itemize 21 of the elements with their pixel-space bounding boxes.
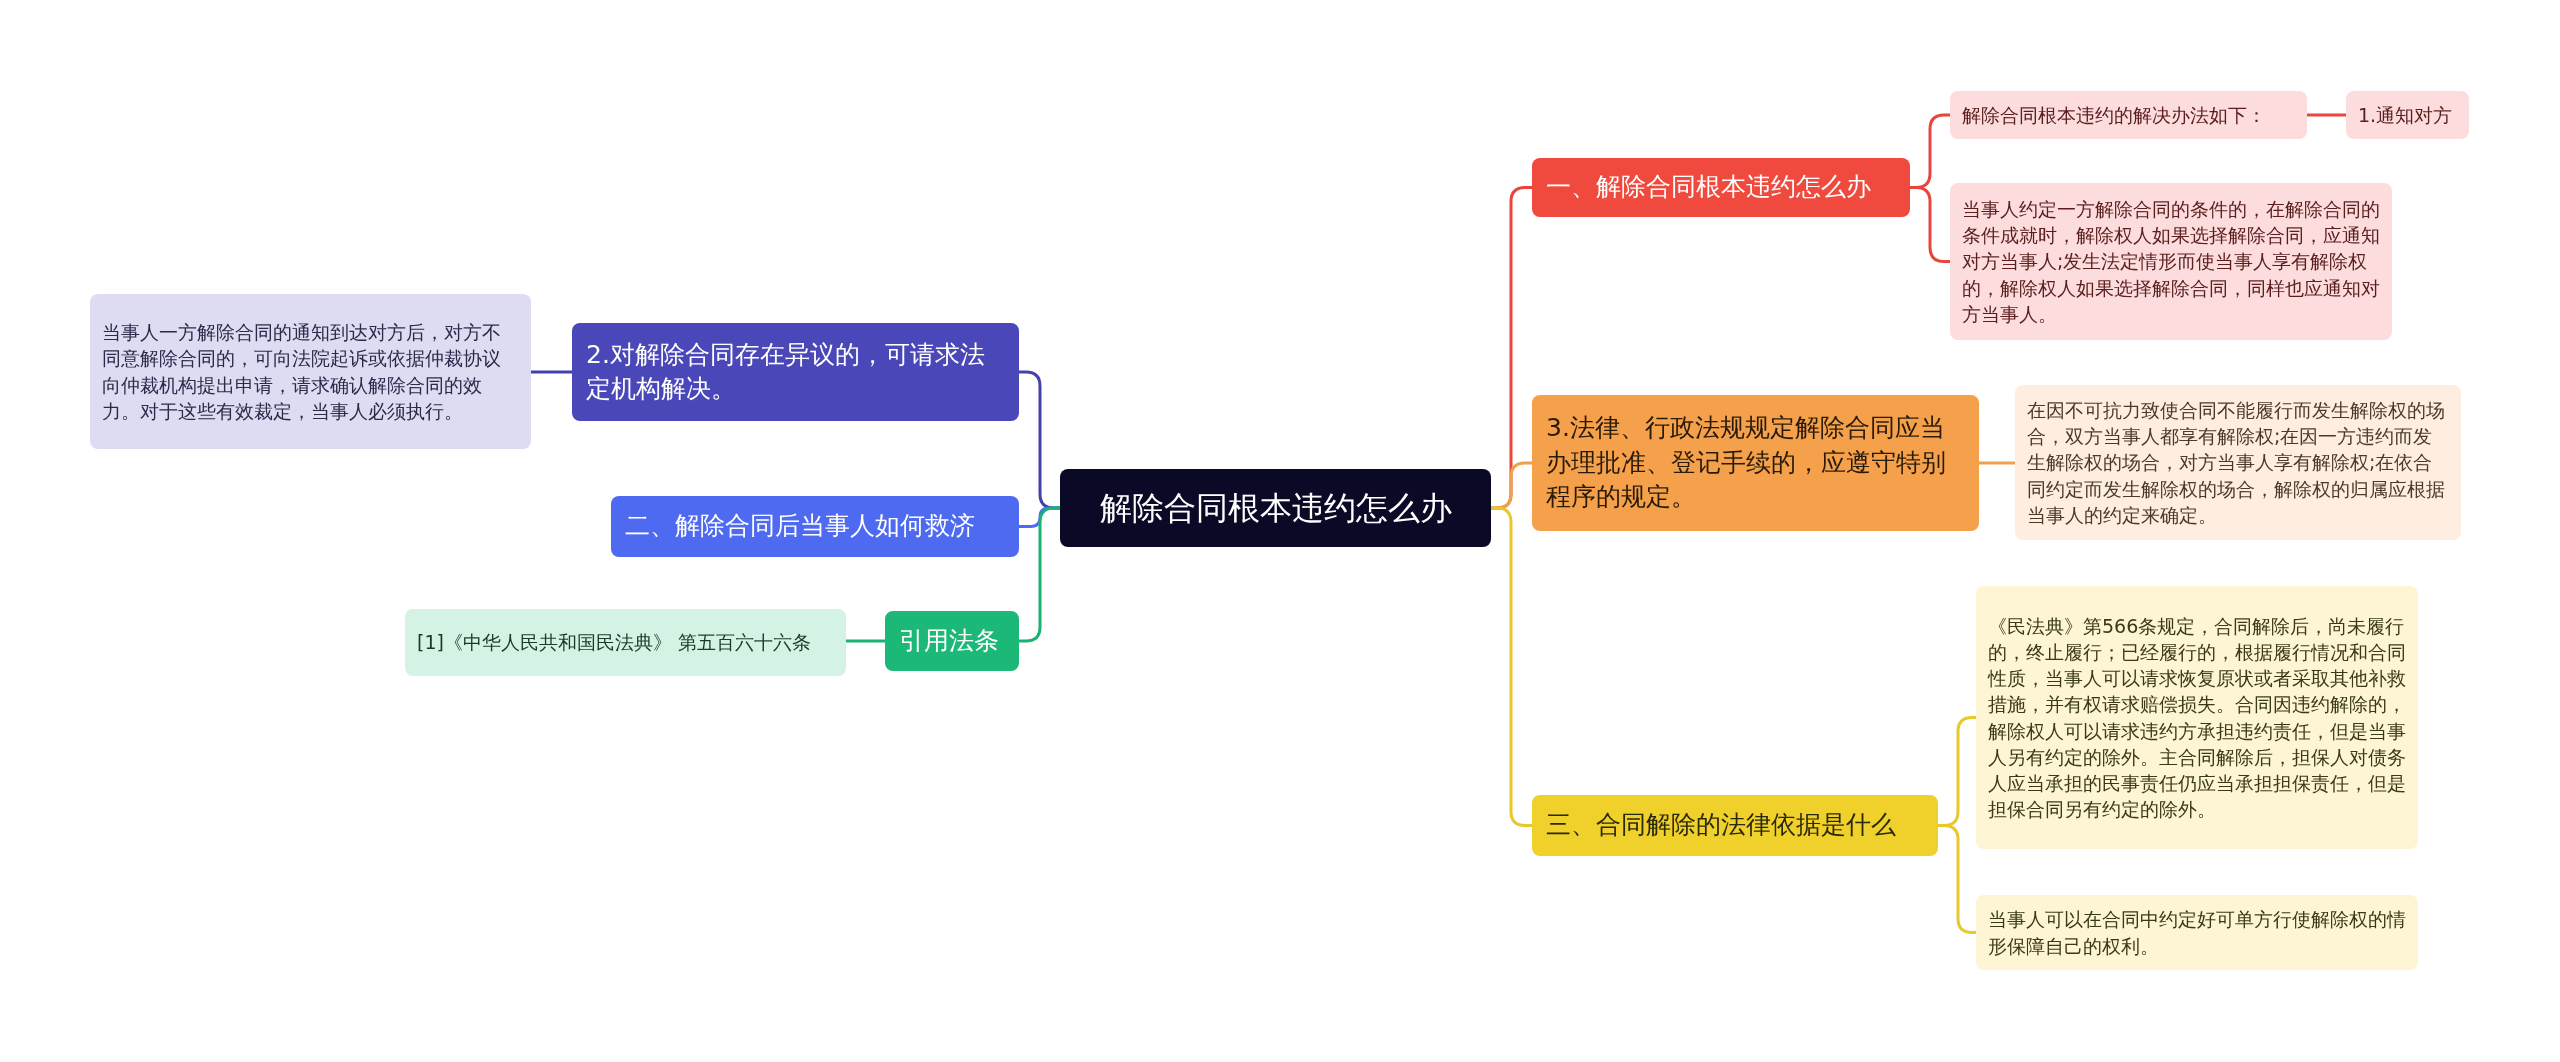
note-box: 当事人约定一方解除合同的条件的，在解除合同的条件成就时，解除权人如果选择解除合同，应通知对方当事人;发生法定情形而使当事人享有解除权的，解除权人如果选择解除合同，同样也应通知对方当事人。	[1950, 183, 2392, 340]
note-box: 当事人可以在合同中约定好可单方行使解除权的情形保障自己的权利。	[1976, 895, 2418, 970]
root-topic-box: 解除合同根本违约怎么办	[1060, 469, 1491, 547]
topic-box: 3.法律、行政法规规定解除合同应当办理批准、登记手续的，应遵守特别程序的规定。	[1532, 395, 1979, 531]
note-box: 《民法典》第566条规定，合同解除后，尚未履行的，终止履行；已经履行的，根据履行情况和合同性质，当事人可以请求恢复原状或者采取其他补救措施，并有权请求赔偿损失。合同因违约解除的，解除权人可以请求违约方承担违约责任，但是当事人另有约定的除外。主合同解除后，担保人对债务人应当承担的民事责任仍应当承担担保责任，但是担保合同另有约定的除外。	[1976, 586, 2418, 849]
topic-box: 三、合同解除的法律依据是什么	[1532, 795, 1938, 856]
connector-line	[531, 370, 572, 374]
note-box: 1.通知对方	[2346, 91, 2469, 139]
connector-line	[2307, 113, 2346, 117]
connector-line	[846, 639, 885, 643]
note-box: 当事人一方解除合同的通知到达对方后，对方不同意解除合同的，可向法院起诉或依据仲裁协议向仲裁机构提出申请，请求确认解除合同的效力。对于这些有效裁定，当事人必须执行。	[90, 294, 531, 449]
topic-box: 二、解除合同后当事人如何救济	[611, 496, 1019, 557]
topic-box: 一、解除合同根本违约怎么办	[1532, 158, 1910, 217]
topic-box: 2.对解除合同存在异议的，可请求法定机构解决。	[572, 323, 1019, 421]
topic-box: 引用法条	[885, 611, 1019, 671]
connector-line	[1019, 506, 1060, 643]
connector-line	[1491, 506, 1532, 827]
connector-line	[1979, 461, 2015, 465]
note-box: [1]《中华人民共和国民法典》 第五百六十六条	[405, 609, 846, 676]
note-box: 解除合同根本违约的解决办法如下：	[1950, 91, 2307, 139]
note-box: 在因不可抗力致使合同不能履行而发生解除权的场合，双方当事人都享有解除权;在因一方违约而发生解除权的场合，对方当事人享有解除权;在依合同约定而发生解除权的场合，解除权的归属应根据当事人的约定来确定。	[2015, 385, 2461, 540]
